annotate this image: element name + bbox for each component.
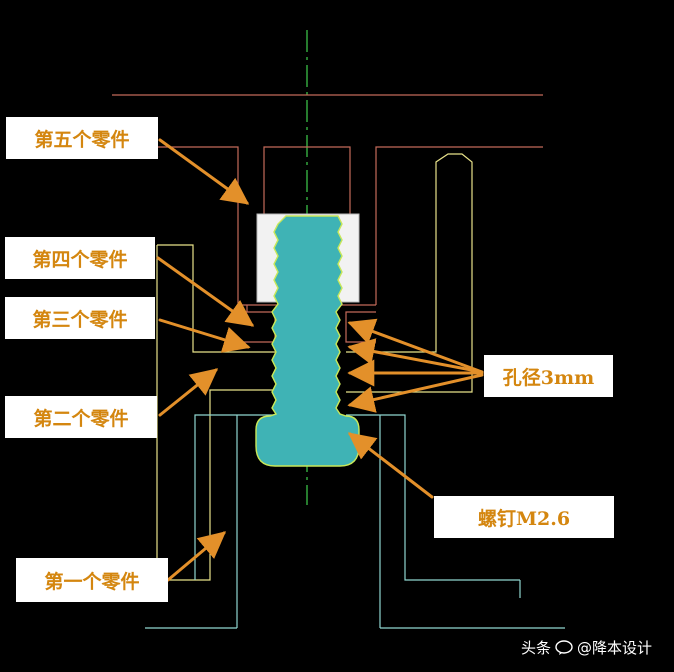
label-part1: 第一个零件 <box>16 558 168 602</box>
arrow-part5 <box>158 138 250 205</box>
watermark: 头条 @降本设计 <box>521 637 652 658</box>
part1-outline <box>145 414 565 629</box>
label-part4: 第四个零件 <box>5 237 155 279</box>
screw-m26 <box>255 215 360 467</box>
label-hole-diameter: 孔径3mm <box>484 355 613 397</box>
label-part5: 第五个零件 <box>6 117 158 159</box>
watermark-prefix: 头条 <box>520 639 551 657</box>
leader-arrows <box>156 138 484 582</box>
label-part2: 第二个零件 <box>5 396 157 438</box>
arrow-part2 <box>158 368 219 417</box>
arrow-screw <box>347 432 434 499</box>
arrow-hole-2 <box>347 338 484 374</box>
watermark-handle: @降本设计 <box>576 639 652 657</box>
arrow-part1 <box>166 531 227 582</box>
label-screw: 螺钉M2.6 <box>434 496 614 538</box>
part3-outline <box>156 153 473 581</box>
label-part3: 第三个零件 <box>5 297 155 339</box>
arrow-part4 <box>156 256 255 327</box>
arrow-hole-4 <box>347 373 484 413</box>
arrow-part3 <box>158 318 251 353</box>
chat-bubble-icon <box>555 639 573 655</box>
arrow-hole-1 <box>347 318 484 374</box>
